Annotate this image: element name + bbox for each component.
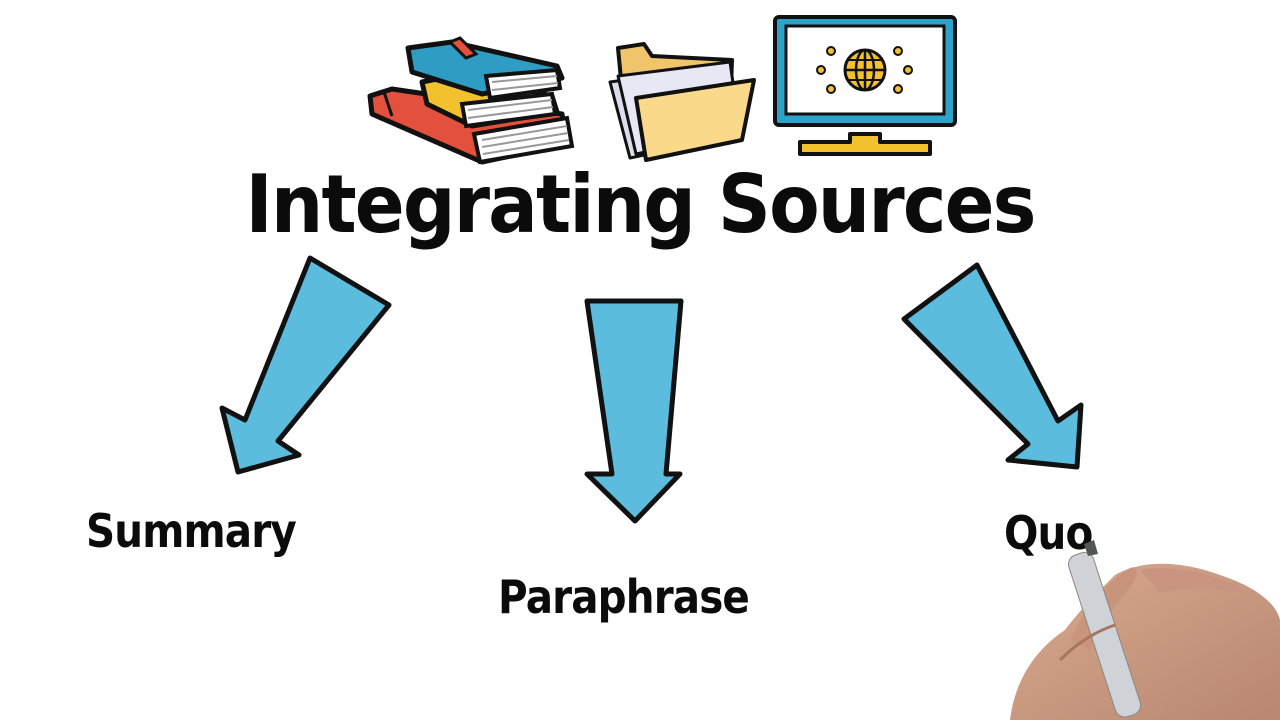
folder-icon — [608, 42, 756, 162]
page-title: Integrating Sources — [245, 158, 1036, 251]
monitor-globe-icon — [773, 15, 957, 156]
branch-label-summary: Summary — [86, 504, 297, 558]
hand-with-marker-icon — [1010, 540, 1280, 720]
books-stack-icon — [367, 36, 575, 165]
branch-label-quote-partial: Quo — [1004, 506, 1093, 560]
branch-label-paraphrase: Paraphrase — [498, 570, 750, 624]
